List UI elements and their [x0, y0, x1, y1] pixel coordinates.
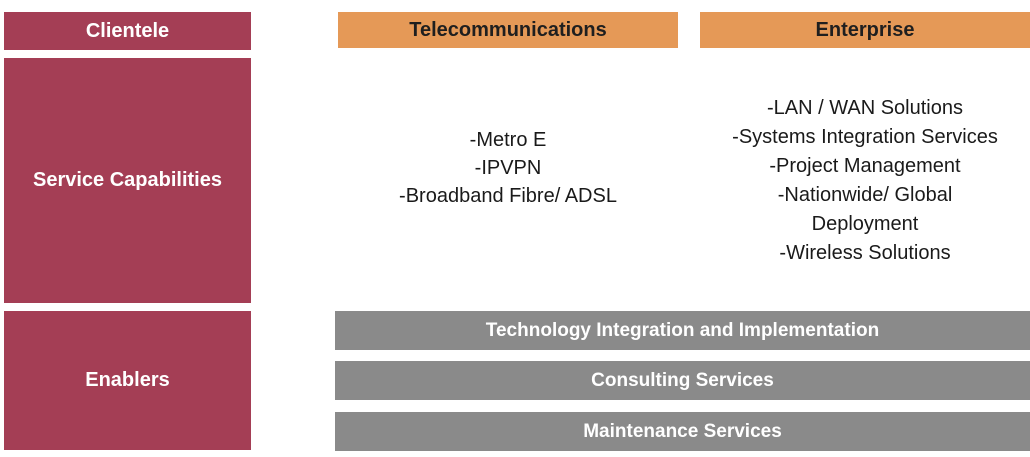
- telecommunications-column-header: Telecommunications: [338, 12, 678, 48]
- list-item: -Broadband Fibre/ ADSL: [399, 185, 617, 207]
- enablers-row-label: Enablers: [4, 311, 251, 450]
- clientele-label-text: Clientele: [85, 19, 170, 42]
- list-item: -Metro E: [469, 129, 547, 151]
- list-item: -IPVPN: [474, 157, 542, 179]
- enabler-bar-text: Consulting Services: [591, 369, 774, 391]
- enablers-label-text: Enablers: [85, 369, 170, 391]
- enabler-bar-technology-integration: Technology Integration and Implementatio…: [335, 311, 1030, 350]
- enabler-bar-text: Technology Integration and Implementatio…: [485, 319, 880, 341]
- list-item: -Systems Integration Services: [732, 126, 998, 148]
- service-capabilities-label-text: Service Capabilities: [33, 169, 222, 191]
- enterprise-header-text: Enterprise: [815, 18, 915, 41]
- enterprise-column-header: Enterprise: [700, 12, 1030, 48]
- telecommunications-header-text: Telecommunications: [409, 18, 607, 41]
- list-item: -Nationwide/ Global Deployment: [777, 184, 953, 235]
- enabler-bar-maintenance-services: Maintenance Services: [335, 412, 1030, 451]
- service-capabilities-row-label: Service Capabilities: [4, 58, 251, 303]
- enabler-bar-text: Maintenance Services: [583, 420, 782, 442]
- list-item: -Wireless Solutions: [779, 242, 951, 264]
- enabler-bar-consulting-services: Consulting Services: [335, 361, 1030, 400]
- list-item: -LAN / WAN Solutions: [767, 97, 963, 119]
- clientele-row-label: Clientele: [4, 12, 251, 50]
- telecom-capabilities-list: -Metro E -IPVPN -Broadband Fibre/ ADSL: [338, 126, 678, 210]
- enterprise-capabilities-list: -LAN / WAN Solutions -Systems Integratio…: [700, 94, 1030, 268]
- list-item: -Project Management: [769, 155, 961, 177]
